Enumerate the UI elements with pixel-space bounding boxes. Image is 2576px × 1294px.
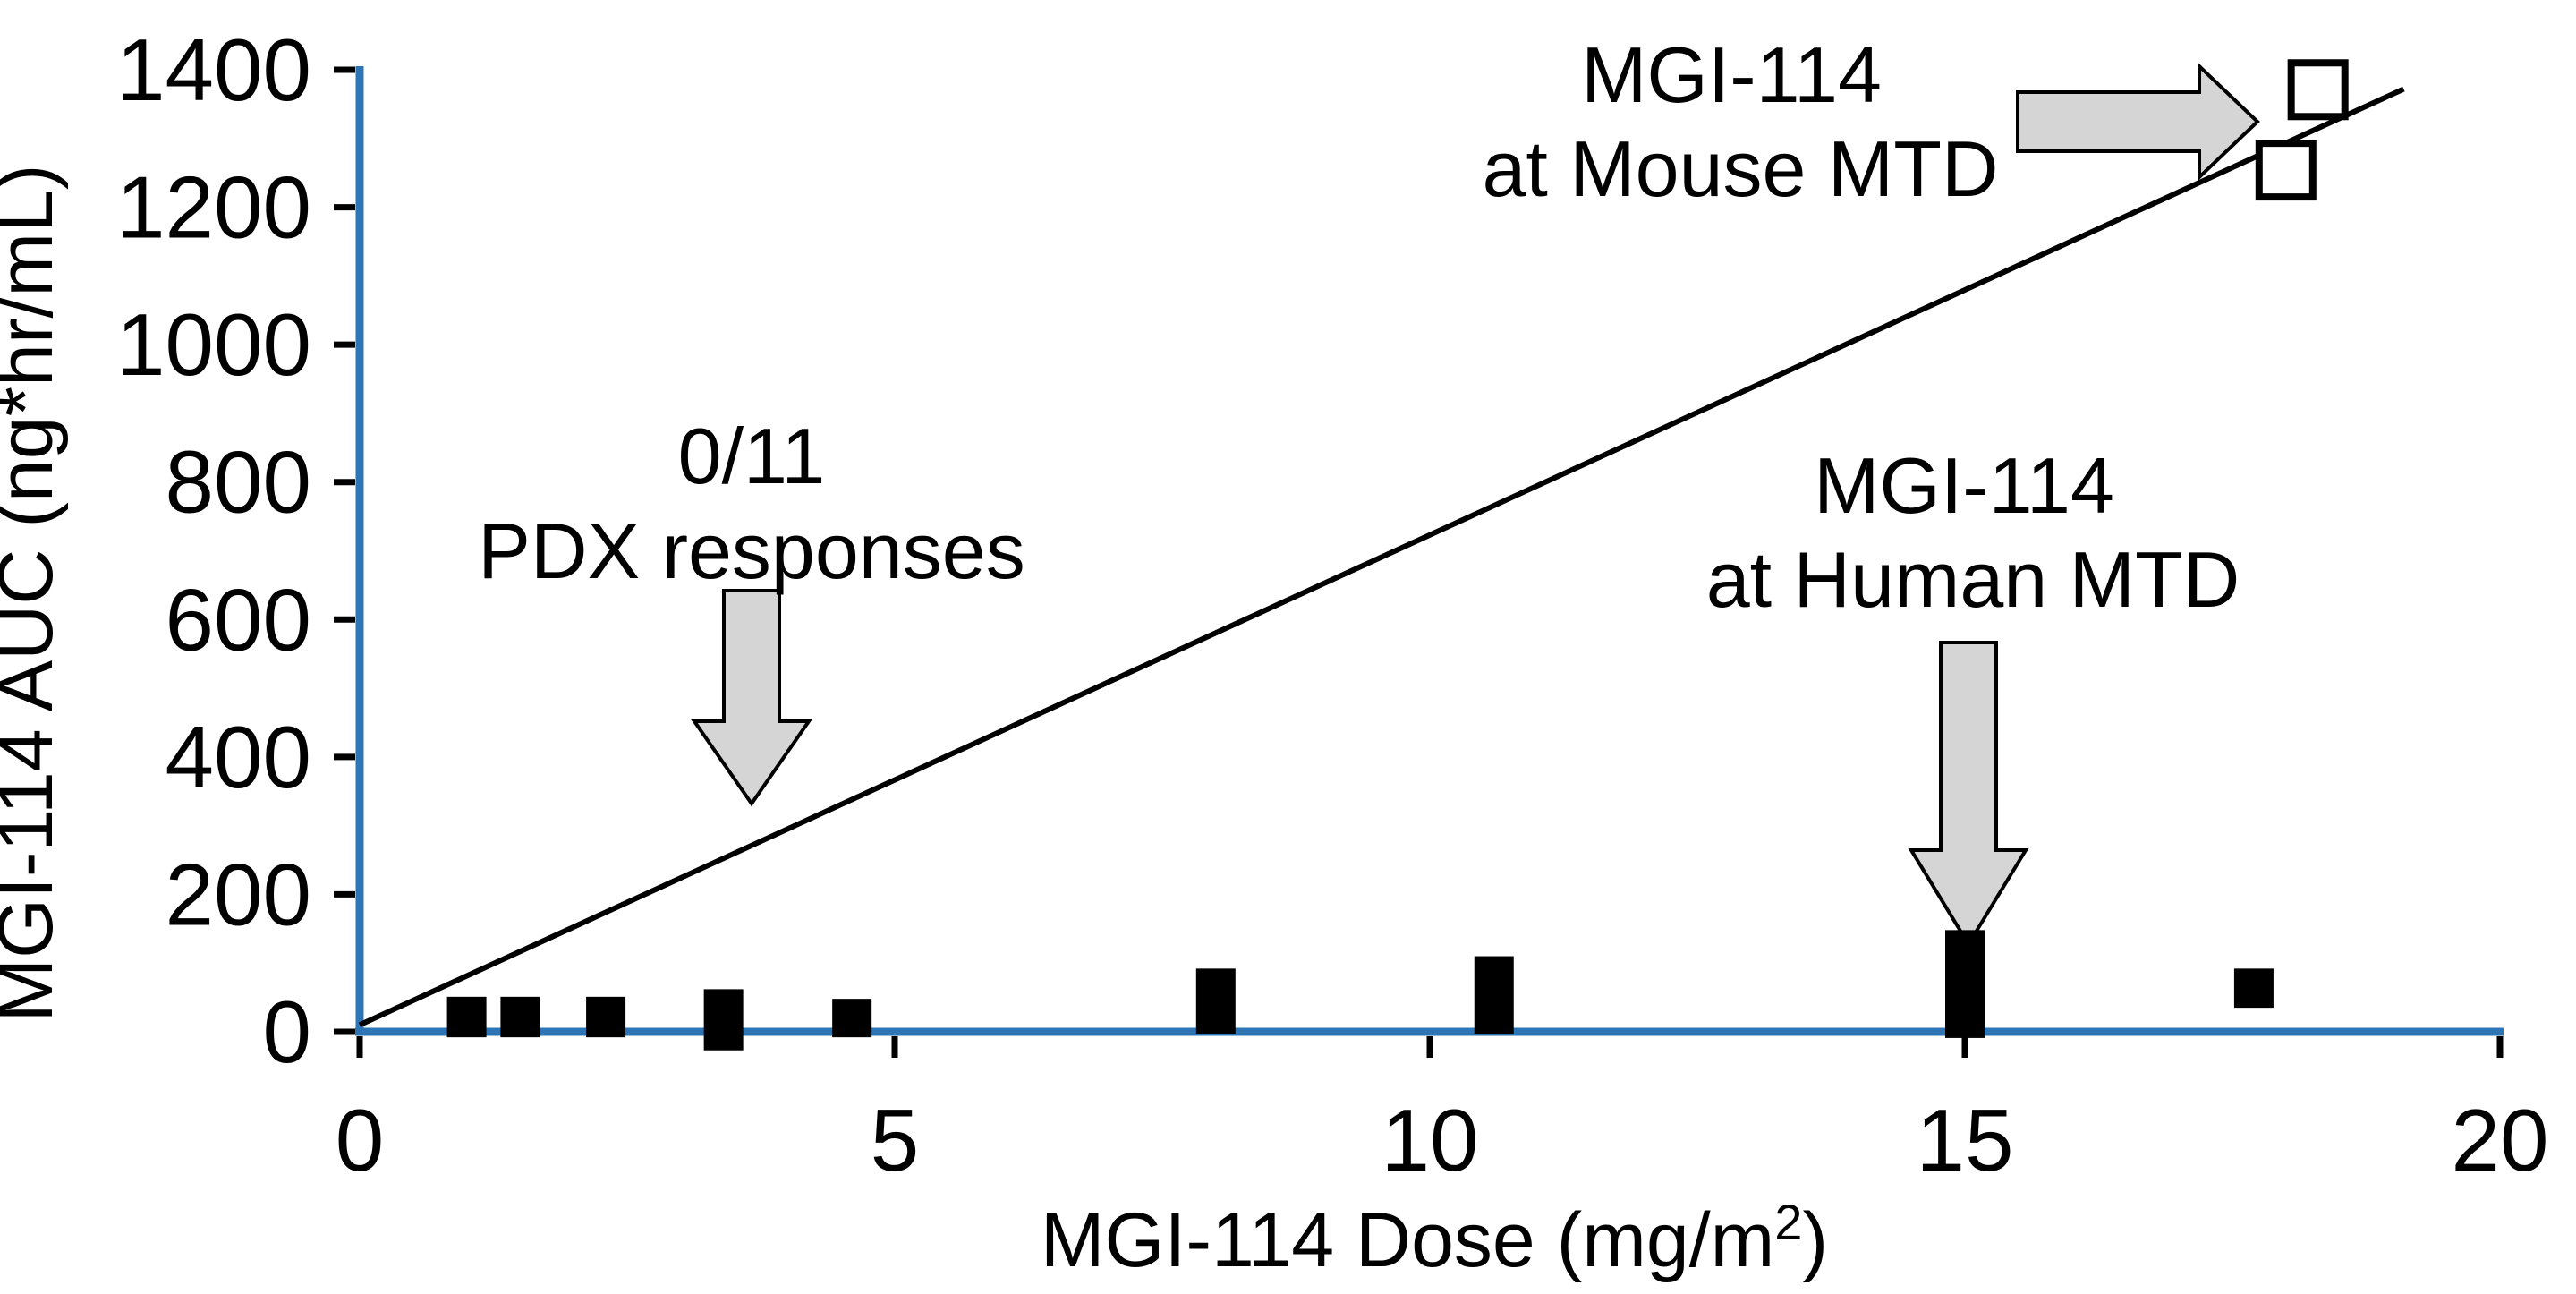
annotation-human-mtd-line1: MGI-114 [1814,441,2114,530]
right-arrow-icon [2016,62,2260,182]
y-axis-title: MGI-114 AUC (ng*hr/mL) [0,164,69,1022]
x-tick-label: 10 [1381,1091,1478,1189]
y-tick-label: 1200 [116,158,311,257]
x-axis-title: MGI-114 Dose (mg/m2) [1041,1194,1828,1283]
y-tick-label: 200 [165,845,311,943]
y-tick-label: 600 [165,570,311,668]
trend-line [358,86,2405,1028]
down-arrow-icon [1908,641,2029,948]
data-point-filled-square [586,996,626,1038]
annotation-pdx-line1: 0/11 [678,412,826,500]
x-tick-label: 5 [871,1091,920,1189]
data-point-open-square [2287,59,2349,121]
data-point-filled-square [832,999,872,1038]
annotation-mouse-mtd-line1: MGI-114 [1581,30,1882,119]
y-tick-label: 400 [165,708,311,806]
data-point-filled-square [703,989,744,1051]
x-axis-title-sup: 2 [1774,1194,1802,1250]
x-tick-label: 0 [336,1091,385,1189]
annotation-pdx-line2: PDX responses [478,507,1024,595]
data-point-filled-square [2233,968,2274,1009]
down-arrow-icon [691,589,812,807]
data-point-filled-square [1195,968,1236,1034]
data-point-filled-square [446,996,487,1038]
data-point-filled-square [1945,930,1985,1038]
x-tick-label: 15 [1916,1091,2013,1189]
y-tick-label: 1400 [116,21,311,119]
y-tick-label: 800 [165,433,311,532]
x-axis-title-post: ) [1802,1197,1828,1283]
data-point-filled-square [500,996,540,1038]
x-tick-label: 20 [2451,1091,2548,1189]
y-tick-label: 0 [262,983,311,1081]
annotation-human-mtd-line2: at Human MTD [1706,535,2240,624]
data-point-filled-square [1474,956,1514,1035]
data-point-open-square [2255,140,2317,201]
data-layer [358,59,2405,1051]
annotation-mouse-mtd-line2: at Mouse MTD [1482,124,1998,213]
y-tick-label: 1000 [116,295,311,394]
x-axis-title-pre: MGI-114 Dose (mg/m [1041,1197,1774,1283]
